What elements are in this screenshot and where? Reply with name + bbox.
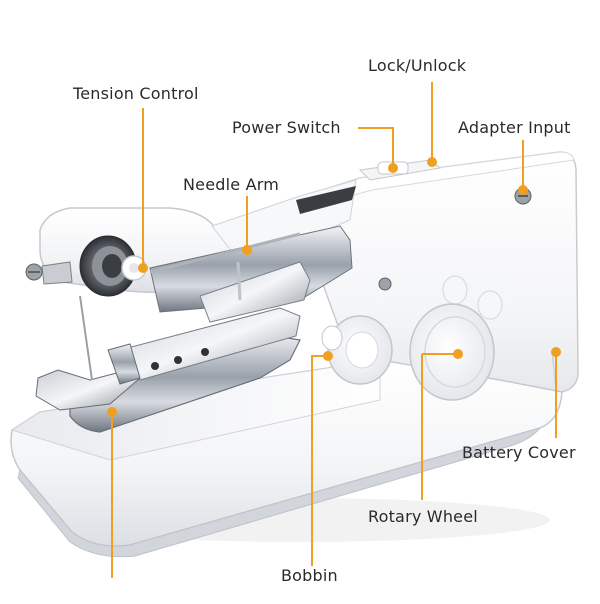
bobbin-leader xyxy=(311,355,328,566)
metal-arm xyxy=(35,225,353,433)
battery-cover-label: Battery Cover xyxy=(462,443,576,462)
power-switch-label: Power Switch xyxy=(232,118,341,137)
lock-unlock-marker xyxy=(427,157,437,167)
adapter-input-marker xyxy=(518,185,528,195)
adapter-input-label: Adapter Input xyxy=(458,118,571,137)
tension-spool xyxy=(25,235,147,297)
power-switch-marker xyxy=(388,163,398,173)
tension-control-label: Tension Control xyxy=(73,84,199,103)
lock-unlock-label: Lock/Unlock xyxy=(368,56,467,75)
bobbin-marker xyxy=(323,351,333,361)
bobbin-label: Bobbin xyxy=(281,566,338,584)
rotary-wheel-marker xyxy=(453,349,463,359)
tension-control-marker xyxy=(138,263,148,273)
battery-cover-marker xyxy=(551,347,561,357)
callout-lines xyxy=(107,82,561,578)
needle-arm-marker xyxy=(242,245,252,255)
presser-foot-marker xyxy=(107,407,117,417)
power-switch-leader xyxy=(358,127,394,168)
needle-arm-label: Needle Arm xyxy=(183,175,280,194)
rotary-wheel-label: Rotary Wheel xyxy=(368,507,478,526)
housing-details xyxy=(321,159,557,401)
